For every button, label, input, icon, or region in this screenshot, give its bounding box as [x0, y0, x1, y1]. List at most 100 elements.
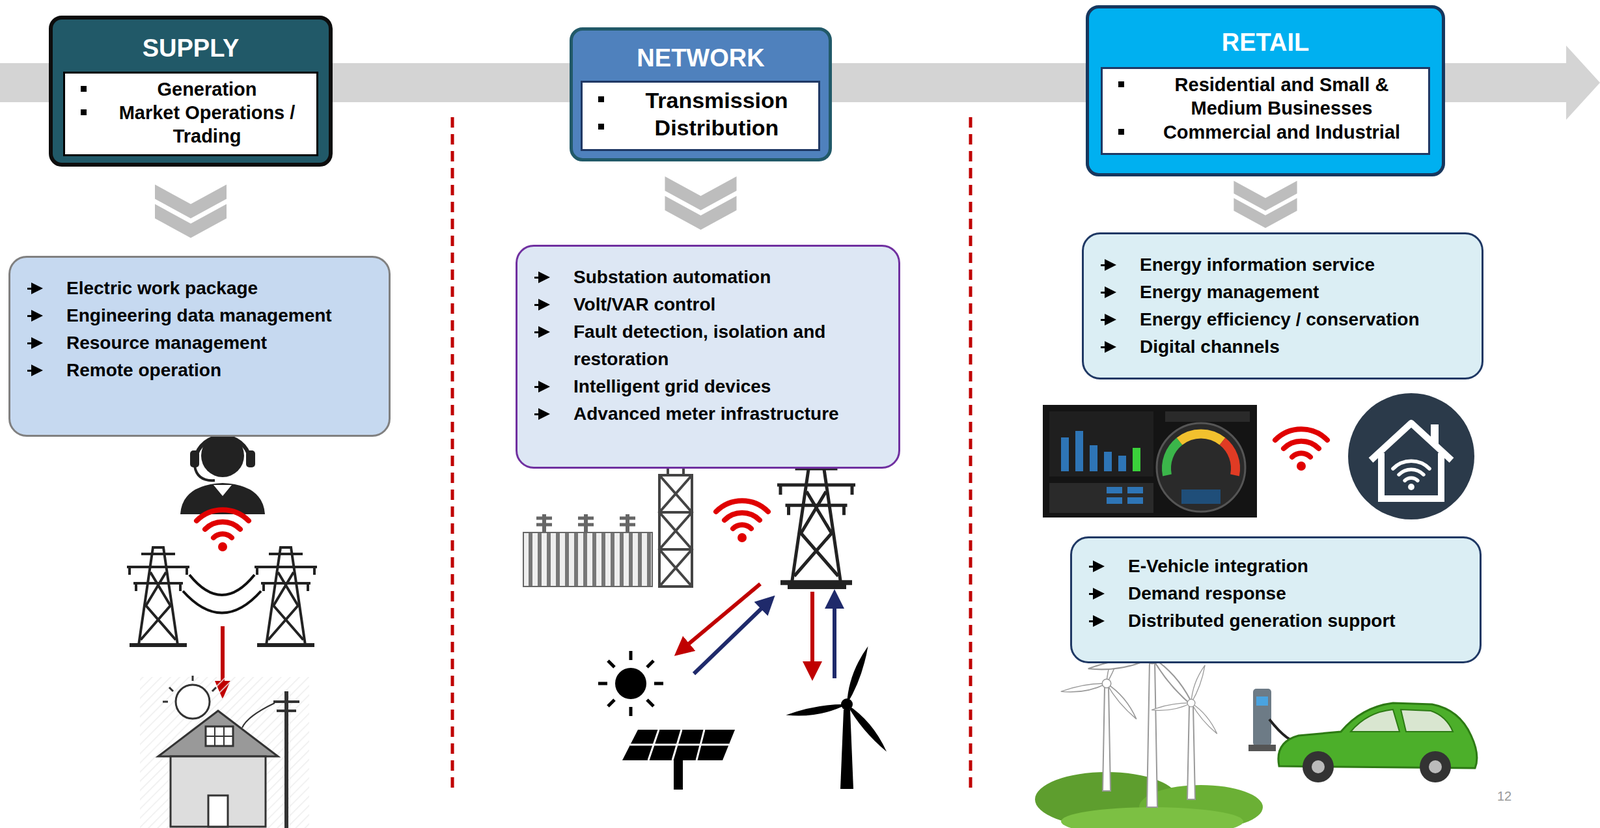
solar-house [205, 726, 234, 746]
operator-icon [190, 450, 200, 468]
power-flow-arrows [680, 583, 835, 679]
smart-home-icon [1348, 393, 1475, 520]
transmission-towers [126, 547, 190, 646]
list-item: Substation automation [573, 263, 884, 291]
sun-icon [598, 650, 664, 717]
solar-panel [673, 760, 683, 790]
solar-panel [622, 729, 735, 790]
item-list-box: GenerationMarket Operations / Trading [63, 71, 319, 157]
list-item: Electric work package [66, 274, 375, 303]
solar-house [273, 701, 300, 711]
page-number: 12 [1497, 788, 1512, 804]
solar-house [175, 684, 210, 719]
item-list-box: Residential and Small & Medium Businesse… [1100, 67, 1431, 155]
list-item: E-Vehicle integration [1128, 552, 1466, 580]
feature-box: E-Vehicle integrationDemand responseDist… [1070, 536, 1482, 664]
list-item: Demand response [1128, 579, 1466, 608]
list-item: Energy information service [1139, 251, 1468, 279]
list-item: Advanced meter infrastructure [573, 400, 884, 428]
list-item: Volt/VAR control [573, 290, 884, 319]
smart-home-icon [1381, 453, 1442, 499]
ev-charging [1248, 688, 1477, 783]
energy-dashboard [1181, 489, 1221, 504]
wireless-icon [196, 509, 249, 552]
feature-box: Energy information serviceEnergy managem… [1081, 232, 1484, 380]
energy-dashboard [1165, 411, 1250, 422]
substation [659, 475, 692, 587]
energy-dashboard [1075, 430, 1084, 472]
sun-icon [598, 650, 664, 717]
list-item: Resource management [66, 329, 375, 357]
distribution-tower [787, 581, 847, 590]
operator-icon [194, 466, 215, 481]
substation [659, 475, 692, 587]
solar-panel [630, 729, 730, 761]
substation [659, 454, 692, 587]
divider [451, 117, 455, 791]
energy-dashboard [1061, 437, 1069, 472]
energy-dashboard [1089, 445, 1098, 472]
energy-dashboard [1222, 441, 1236, 476]
power-flow-arrows [832, 596, 837, 679]
ev-charging [1256, 696, 1269, 706]
stage-header-box: NETWORK TransmissionDistribution [569, 27, 832, 162]
solar-panel [622, 729, 735, 761]
distribution-tower [777, 460, 856, 584]
ev-charging [1302, 751, 1334, 783]
wind-farm [1102, 686, 1111, 791]
chevron-connector [1233, 180, 1297, 228]
solar-house [139, 676, 310, 828]
operator-icon [246, 450, 256, 468]
energy-dashboard [1042, 404, 1257, 518]
flow-arrow [220, 626, 225, 683]
list-item: Generation [105, 77, 309, 101]
energy-dashboard [1179, 433, 1223, 442]
item-list-box: TransmissionDistribution [580, 80, 821, 152]
wind-farm [1151, 663, 1220, 735]
ev-charging [1350, 709, 1453, 732]
list-item: Digital channels [1139, 333, 1468, 361]
transmission-towers [182, 574, 262, 614]
solar-house [242, 703, 275, 728]
operator-icon [213, 484, 232, 497]
wind-farm [1146, 661, 1158, 808]
operator-icon [180, 434, 265, 515]
energy-dashboard [1132, 447, 1141, 472]
solar-house [139, 675, 310, 828]
energy-dashboard [1106, 486, 1144, 504]
stage-header-box: RETAILResidential and Small & Medium Bus… [1085, 5, 1446, 177]
feature-box: Electric work packageEngineering data ma… [8, 255, 391, 437]
energy-dashboard [1166, 441, 1180, 476]
list-item: Fault detection, isolation and restorati… [573, 318, 884, 373]
list-item: Energy efficiency / conservation [1139, 305, 1468, 334]
wind-turbine [785, 644, 891, 789]
wireless-icon [1275, 428, 1328, 471]
energy-dashboard [1049, 482, 1154, 513]
substation [536, 518, 636, 525]
wind-farm [1061, 807, 1244, 828]
wind-farm [1187, 705, 1196, 800]
solar-house [170, 756, 266, 827]
wind-turbine [785, 644, 891, 754]
energy-dashboard [1049, 411, 1154, 477]
list-item: Commercial and Industrial [1143, 120, 1421, 144]
header-title: NETWORK [572, 43, 829, 74]
list-item: Remote operation [66, 356, 375, 385]
list-item: Transmission [622, 86, 811, 115]
stage-header-box: SUPPLYGenerationMarket Operations / Trad… [48, 15, 333, 167]
list-item: Intelligent grid devices [573, 372, 884, 401]
power-flow-arrows [680, 583, 761, 651]
list-item: Energy management [1139, 278, 1468, 306]
energy-dashboard [1103, 451, 1112, 472]
list-item: Engineering data management [66, 302, 375, 330]
power-flow-arrows [693, 600, 770, 674]
chevron-connector [154, 184, 227, 239]
transmission-towers [254, 547, 318, 646]
solar-house [158, 710, 278, 757]
energy-dashboard [1127, 486, 1144, 494]
wireless-icon [716, 500, 769, 543]
energy-dashboard [1061, 430, 1127, 472]
solar-house [162, 675, 217, 702]
list-item: Market Operations / Trading [105, 100, 309, 149]
solar-house [205, 726, 234, 746]
